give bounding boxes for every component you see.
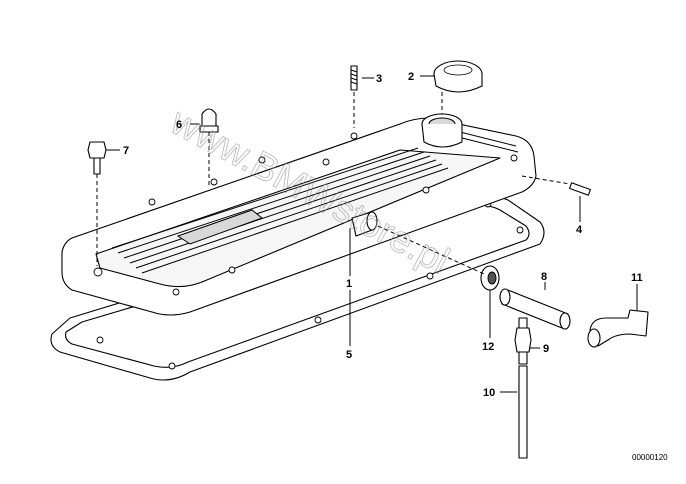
stud-bolt	[350, 65, 358, 91]
callout-1: 1	[346, 278, 352, 290]
valve-cover	[61, 113, 537, 316]
rubber-grommet	[480, 265, 500, 291]
callout-11: 11	[631, 272, 643, 284]
callout-7: 7	[123, 145, 129, 157]
callout-4: 4	[576, 224, 583, 236]
document-number: 00000120	[632, 453, 668, 462]
callout-3: 3	[376, 73, 382, 85]
callout-10: 10	[483, 387, 495, 399]
breather-hose	[499, 288, 571, 330]
callout-9: 9	[543, 343, 549, 355]
callout-12: 12	[482, 341, 494, 353]
check-valve	[514, 317, 532, 365]
hex-bolt	[87, 141, 107, 175]
callout-6: 6	[176, 119, 182, 131]
callout-2: 2	[408, 71, 414, 83]
callout-8: 8	[541, 271, 547, 283]
cap-nut	[199, 108, 219, 133]
elbow-hose	[587, 309, 649, 348]
oil-filler-cap	[433, 60, 483, 93]
callout-5: 5	[346, 349, 352, 361]
threaded-stud	[569, 182, 591, 196]
vent-tube	[518, 365, 528, 459]
